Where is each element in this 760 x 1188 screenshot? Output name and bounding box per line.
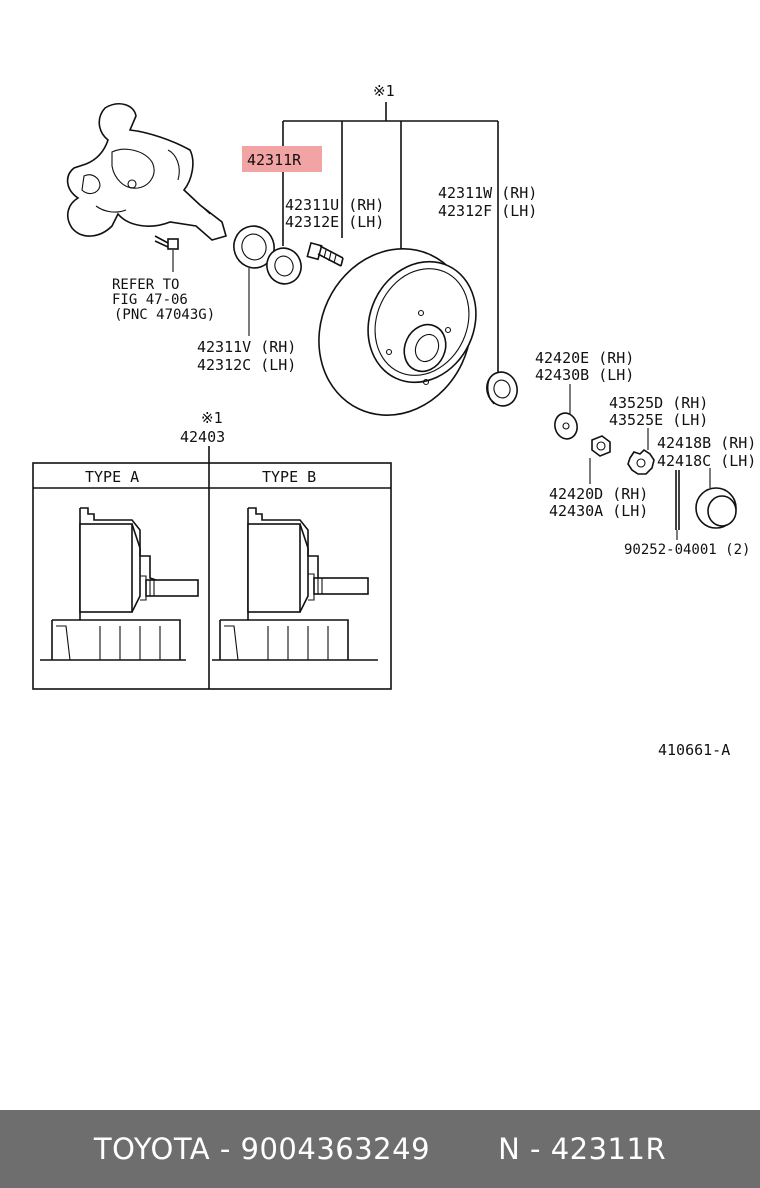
ref-line-2: FIG 47-06 [112, 292, 188, 308]
footer-ref-number: 42311R [550, 1132, 667, 1166]
type-a-label: TYPE A [85, 468, 139, 486]
svg-text:42418C (LH): 42418C (LH) [657, 452, 756, 470]
bearing-label[interactable]: 42311V (RH) 42312C (LH) [197, 338, 296, 374]
svg-text:42420E (RH): 42420E (RH) [535, 349, 634, 367]
cotter-pin-icon [675, 470, 680, 540]
footer-text: TOYOTA - 9004363249 N - 42311R [93, 1132, 667, 1166]
highlight-part-label[interactable]: 42311R [242, 146, 322, 172]
type-b-section [212, 507, 378, 661]
hub-bolt-icon [306, 241, 344, 267]
grease-cap-icon [695, 468, 737, 529]
group-bracket: ※1 [282, 82, 499, 372]
svg-text:90252-04001 (2): 90252-04001 (2) [624, 542, 750, 558]
box-part-number[interactable]: 42403 [180, 428, 225, 446]
svg-text:42311W (RH): 42311W (RH) [438, 184, 537, 202]
cap-label[interactable]: 42418B (RH) 42418C (LH) [657, 434, 756, 470]
svg-text:42311U (RH): 42311U (RH) [285, 196, 384, 214]
svg-text:42430A (LH): 42430A (LH) [549, 502, 648, 520]
svg-text:43525D (RH): 43525D (RH) [609, 394, 708, 412]
svg-text:42418B (RH): 42418B (RH) [657, 434, 756, 452]
lock-nut-icon [627, 428, 655, 475]
drum-label[interactable]: 42311W (RH) 42312F (LH) [438, 184, 537, 220]
group-mark-top: ※1 [373, 82, 395, 100]
steering-knuckle [66, 103, 227, 241]
knuckle-bolt [154, 235, 179, 272]
washer-icon [554, 384, 578, 440]
brake-drum-icon [318, 248, 477, 416]
nut-label[interactable]: 42420D (RH) 42430A (LH) [549, 485, 648, 520]
svg-text:42311V (RH): 42311V (RH) [197, 338, 296, 356]
svg-text:42312C (LH): 42312C (LH) [197, 356, 296, 374]
svg-text:43525E (LH): 43525E (LH) [609, 411, 708, 429]
hub-type-box: ※1 42403 TYPE A TYPE B [32, 409, 392, 690]
group-mark-box: ※1 [201, 409, 223, 427]
ref-line-1: REFER TO [112, 277, 179, 293]
footer-part-number: 9004363249 [240, 1132, 431, 1166]
pin-label[interactable]: 90252-04001 (2) [624, 542, 750, 558]
outer-bearing-icon [486, 371, 518, 407]
type-a-section [40, 507, 199, 661]
nut-icon [589, 435, 611, 484]
lock-nut-label[interactable]: 43525D (RH) 43525E (LH) [609, 394, 708, 429]
knuckle-reference[interactable]: REFER TO FIG 47-06 (PNC 47043G) [112, 277, 215, 323]
ref-line-3: (PNC 47043G) [114, 307, 215, 323]
type-b-label: TYPE B [262, 468, 316, 486]
figure-id: 410661-A [658, 741, 730, 759]
washer-label[interactable]: 42420E (RH) 42430B (LH) [535, 349, 634, 384]
hub-bearing-icon [233, 225, 302, 336]
svg-text:42312E (LH): 42312E (LH) [285, 213, 384, 231]
footer-brand: TOYOTA [93, 1132, 211, 1166]
svg-text:42420D (RH): 42420D (RH) [549, 485, 648, 503]
bolt-label[interactable]: 42311U (RH) 42312E (LH) [285, 196, 384, 231]
svg-text:42430B (LH): 42430B (LH) [535, 366, 634, 384]
svg-text:42312F (LH): 42312F (LH) [438, 202, 537, 220]
highlight-part-text: 42311R [247, 151, 302, 169]
parts-diagram: ※1 42311R REFER TO FIG 47-06 (PNC 47043G… [32, 82, 756, 759]
footer-bar: TOYOTA - 9004363249 N - 42311R [0, 1110, 760, 1188]
